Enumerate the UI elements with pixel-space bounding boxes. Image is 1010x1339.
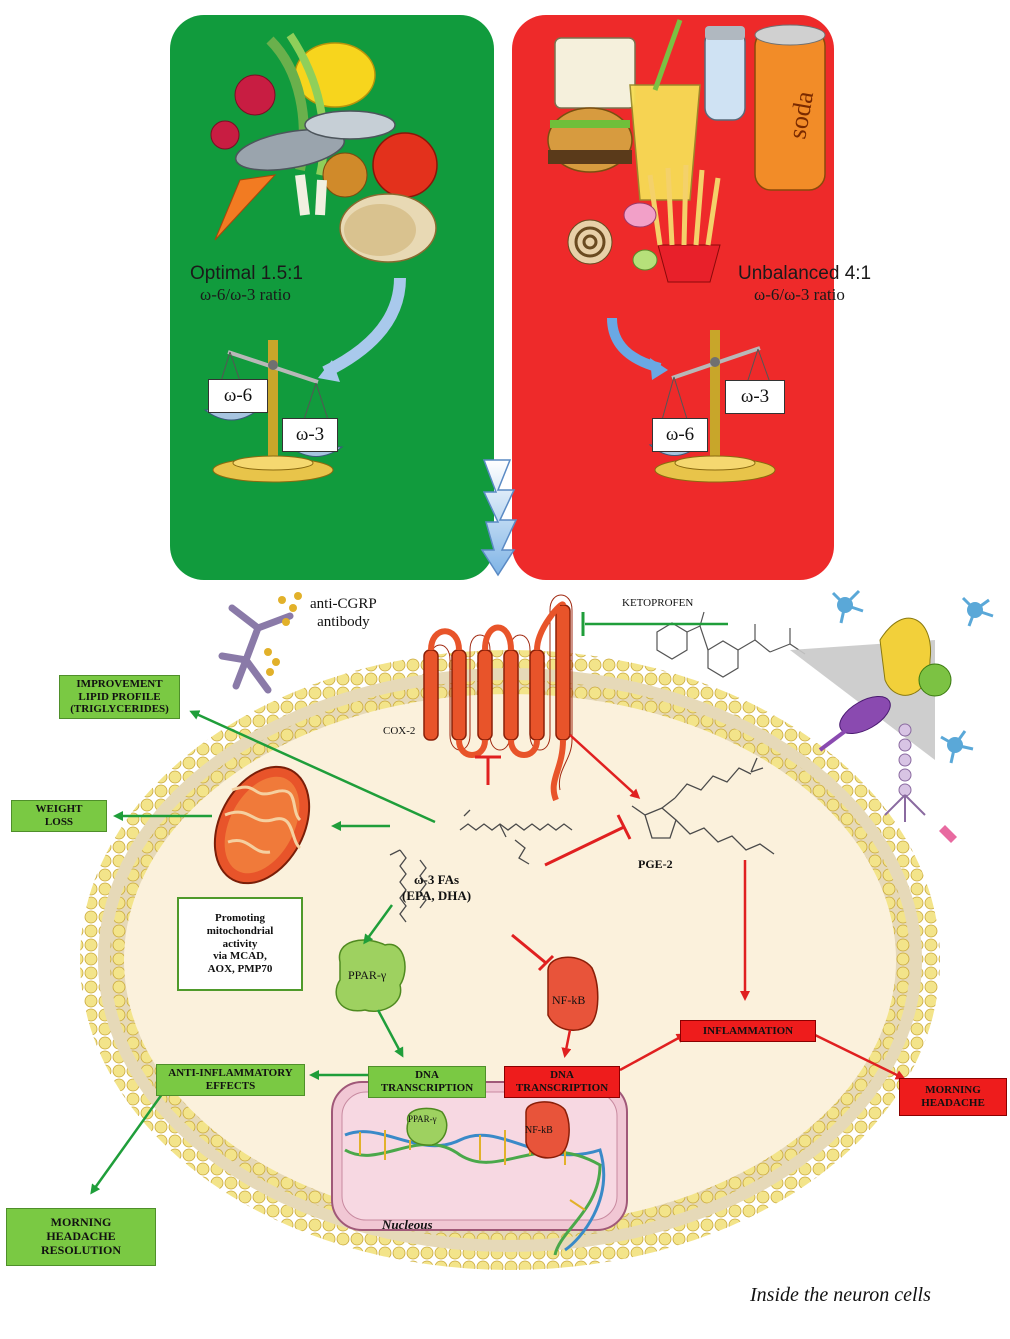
unbalanced-ratio-subtitle: ω-6/ω-3 ratio [754,285,845,304]
nuclear-nfkb-label: NF-kB [525,1125,553,1136]
cox2-receptor-icon [423,594,573,802]
omega3-structure-icon [389,809,573,923]
ketoprofen-label: KETOPROFEN [622,597,694,609]
nuclear-nfkb-icon [525,1101,570,1159]
cgrp-dots-icon [264,592,302,676]
antibody-icon [218,604,294,694]
dna-transcription-red-box: DNA TRANSCRIPTION [504,1066,620,1098]
right-scale-omega6-label: ω-6 [652,418,708,452]
left-curved-arrow [318,360,340,382]
lipid-profile-box: IMPROVEMENT LIPID PROFILE (TRIGLYCERIDES… [59,675,180,719]
dna-inflam-arrow [619,1033,687,1072]
mitochondrion-icon [213,765,311,885]
nfkb-inhibit-line [511,933,547,965]
pge2-label: PGE-2 [638,857,673,871]
ppar-label: PPAR-γ [348,968,387,982]
unbalanced-ratio-title: Unbalanced 4:1 [738,263,872,284]
mitochondrial-activity-box: Promoting mitochondrial activity via MCA… [177,897,303,991]
lipid-arrow [189,710,436,824]
anti-cgrp-label: anti-CGRP antibody [310,596,377,630]
nfkb-dna-arrow [561,1029,572,1058]
inside-neuron-caption: Inside the neuron cells [750,1284,931,1306]
omega3-label: ω-3 FAs (EPA, DHA) [402,872,472,903]
junk-food-icon: soda [547,19,826,283]
nuclear-ppar-label: PPAR-γ [408,1114,437,1124]
pge2-inhibit-line [544,825,625,867]
nuclear-ppar-icon [406,1107,448,1146]
dna-green-arrow [376,1009,404,1058]
morning-headache-box: MORNING HEADACHE [899,1078,1007,1116]
ketoprofen-structure-icon [656,611,806,678]
right-curved-arrow [650,358,668,380]
transition-arrow-icon [480,459,518,577]
optimal-diet-panel [170,15,494,580]
nucleus-label: Nucleous [382,1217,433,1232]
headache-resolution-box: MORNING HEADACHE RESOLUTION [6,1208,156,1266]
nfkb-label: NF-kB [552,993,586,1007]
optimal-ratio-subtitle: ω-6/ω-3 ratio [200,285,291,304]
cox2-label: COX-2 [383,725,416,737]
weight-loss-box: WEIGHT LOSS [11,800,107,832]
nfkb-protein-icon [547,956,599,1031]
dna-transcription-green-box: DNA TRANSCRIPTION [368,1066,486,1098]
inflammation-box: INFLAMMATION [680,1020,816,1042]
right-balance-scale-icon [648,330,784,483]
resolution-arrow [90,1089,167,1195]
left-scale-omega3-label: ω-3 [282,418,338,452]
anti-inflammatory-box: ANTI-INFLAMMATORY EFFECTS [156,1064,305,1096]
neuron-illustration-icon [790,589,994,843]
right-scale-omega3-label: ω-3 [725,380,785,414]
dna-helix-icon [344,1130,606,1256]
ppar-arrow [363,904,394,945]
optimal-ratio-title: Optimal 1.5:1 [190,263,303,284]
left-scale-omega6-label: ω-6 [208,379,268,413]
headache-arrow [814,1033,906,1080]
cox2-pge2-arrow [569,734,641,800]
healthy-food-icon [210,32,438,263]
pge2-structure-icon [631,757,775,855]
